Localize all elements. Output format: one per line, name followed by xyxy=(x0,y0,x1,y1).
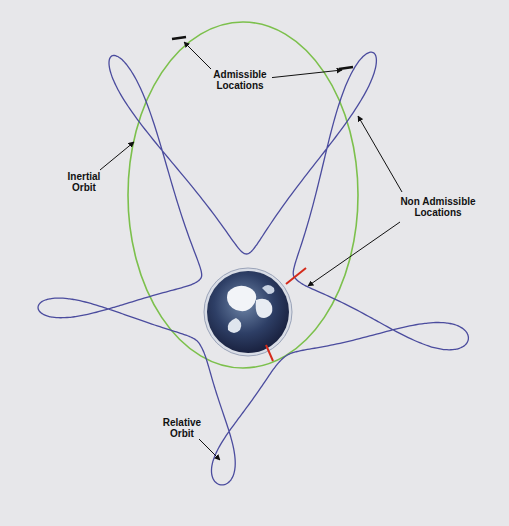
relative-orbit-label: Relative Orbit xyxy=(156,417,208,439)
leader-line xyxy=(308,222,400,286)
leader-line xyxy=(268,70,342,78)
leader-line xyxy=(358,116,402,192)
leader-line xyxy=(184,42,214,72)
red-marker xyxy=(266,345,273,361)
relative-orbit-path xyxy=(38,52,468,485)
leader-line xyxy=(198,438,220,460)
leader-line xyxy=(100,142,134,170)
earth xyxy=(204,268,292,356)
location-tick xyxy=(339,67,353,69)
red-marker xyxy=(286,268,306,284)
relative-orbit xyxy=(38,52,468,485)
inertial-orbit xyxy=(128,22,358,368)
location-tick xyxy=(172,37,186,39)
inertial-orbit-label: Inertial Orbit xyxy=(60,171,108,193)
admissible-label: Admissible Locations xyxy=(208,69,272,91)
non-admissible-label: Non Admissible Locations xyxy=(397,196,479,218)
